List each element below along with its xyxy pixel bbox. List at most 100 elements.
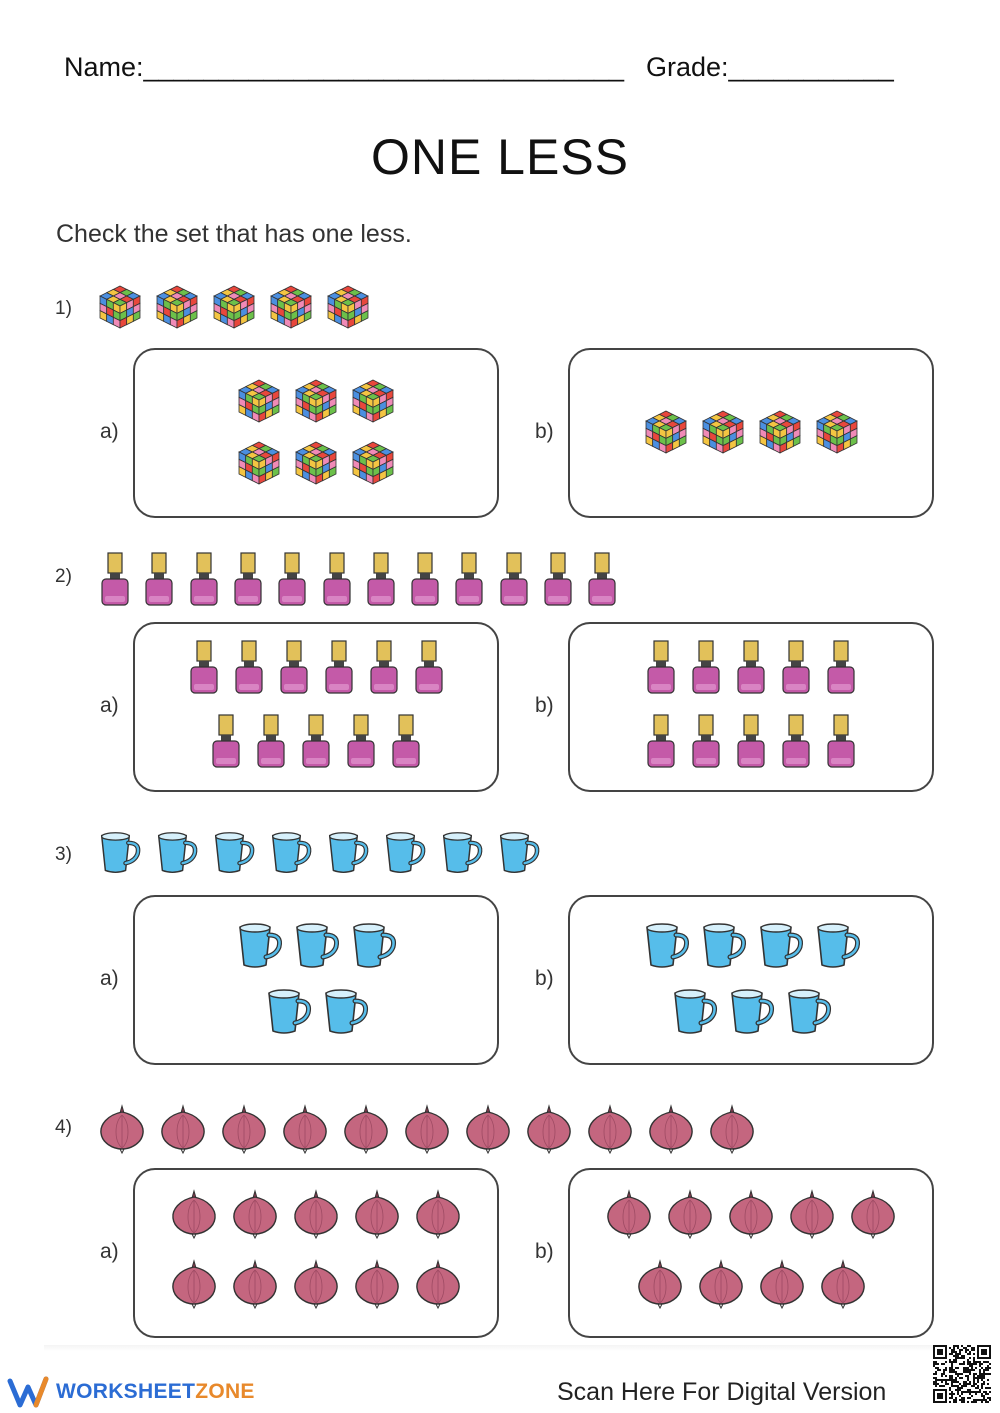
question-number: 4): [55, 1117, 72, 1138]
onion-icon: [668, 1189, 712, 1240]
cup-icon: [674, 989, 717, 1034]
option-label-b: b): [535, 694, 554, 717]
cup-icon: [702, 923, 746, 968]
cup-icon: [328, 832, 369, 874]
cup-icon: [731, 989, 774, 1034]
cup-icon: [239, 923, 282, 968]
cup-icon: [324, 989, 368, 1034]
onion-icon: [416, 1259, 460, 1310]
onion-icon: [294, 1189, 338, 1240]
grade-field[interactable]: Grade:___________: [646, 52, 894, 82]
onion-icon: [790, 1189, 834, 1240]
nail-polish-icon: [827, 714, 855, 768]
onion-icon: [233, 1189, 277, 1240]
page-title: ONE LESS: [370, 129, 630, 185]
onion-icon: [527, 1104, 571, 1155]
onion-icon: [172, 1259, 216, 1310]
nail-polish-icon: [278, 552, 306, 606]
nail-polish-icon: [324, 640, 353, 694]
footer-divider: [44, 1345, 944, 1351]
rubiks-cube-icon: [238, 379, 280, 423]
brand-logo: WORKSHEETZONE: [7, 1372, 255, 1412]
cup-icon: [271, 832, 312, 874]
rubiks-cube-icon: [238, 441, 280, 485]
option-label-a: a): [100, 694, 119, 717]
cup-icon: [214, 832, 255, 874]
onion-icon: [161, 1104, 205, 1155]
nail-polish-icon: [367, 552, 395, 606]
option-box-a[interactable]: [133, 895, 499, 1065]
question-number: 1): [55, 298, 72, 319]
cup-icon: [442, 832, 483, 874]
nail-polish-icon: [737, 714, 765, 768]
nail-polish-icon: [257, 714, 285, 768]
nail-polish-icon: [544, 552, 572, 606]
cup-icon: [816, 923, 860, 968]
option-label-a: a): [100, 1240, 119, 1263]
scan-text: Scan Here For Digital Version: [557, 1378, 887, 1406]
nail-polish-icon: [392, 714, 420, 768]
rubiks-cube-icon: [295, 441, 337, 485]
cup-icon: [759, 923, 803, 968]
nail-polish-icon: [189, 640, 218, 694]
nail-polish-icon: [234, 640, 263, 694]
onion-icon: [283, 1104, 327, 1155]
option-box-a[interactable]: [133, 348, 499, 518]
cup-icon: [157, 832, 198, 874]
nail-polish-icon: [189, 552, 218, 606]
onion-icon: [637, 1259, 682, 1310]
onion-icon: [759, 1259, 804, 1310]
onion-icon: [588, 1104, 632, 1155]
nail-polish-icon: [101, 552, 129, 606]
option-label-a: a): [100, 967, 119, 990]
cup-icon: [353, 923, 396, 968]
nail-polish-icon: [500, 552, 528, 606]
rubiks-cube-icon: [99, 285, 141, 329]
rubiks-cube-icon: [815, 410, 858, 454]
onion-icon: [820, 1259, 865, 1310]
nail-polish-icon: [347, 714, 375, 768]
nail-polish-icon: [692, 640, 720, 694]
onion-icon: [405, 1104, 449, 1155]
option-label-b: b): [535, 420, 554, 443]
rubiks-cube-icon: [352, 379, 394, 423]
nail-polish-icon: [782, 640, 810, 694]
onion-icon: [710, 1104, 754, 1155]
brand-name: WORKSHEETZONE: [56, 1380, 255, 1404]
rubiks-cube-icon: [758, 410, 801, 454]
rubiks-cube-icon: [156, 285, 198, 329]
onion-icon: [607, 1189, 651, 1240]
nail-polish-icon: [414, 640, 443, 694]
onion-icon: [416, 1189, 460, 1240]
name-grade-line: Name:________________________________ Gr…: [64, 52, 894, 83]
onion-icon: [344, 1104, 388, 1155]
question-number: 2): [55, 566, 72, 587]
onion-icon: [355, 1259, 399, 1310]
option-label-b: b): [535, 967, 554, 990]
nail-polish-icon: [455, 552, 483, 606]
onion-icon: [698, 1259, 743, 1310]
onion-icon: [466, 1104, 510, 1155]
option-box-b[interactable]: [568, 895, 934, 1065]
qr-code-icon[interactable]: [933, 1345, 991, 1403]
rubiks-cube-icon: [213, 285, 255, 329]
cup-icon: [645, 923, 689, 968]
onion-icon: [649, 1104, 693, 1155]
question-number: 3): [55, 844, 72, 865]
brand-name-part1: WORKSHEET: [56, 1380, 196, 1403]
cup-icon: [385, 832, 426, 874]
onion-icon: [729, 1189, 773, 1240]
nail-polish-icon: [782, 714, 810, 768]
cup-icon: [499, 832, 540, 874]
cup-icon: [788, 989, 831, 1034]
name-field[interactable]: Name:________________________________: [64, 52, 625, 82]
onion-icon: [233, 1259, 277, 1310]
brand-name-part2: ZONE: [195, 1380, 255, 1403]
cup-icon: [267, 989, 311, 1034]
onion-icon: [172, 1189, 216, 1240]
rubiks-cube-icon: [352, 441, 394, 485]
onion-icon: [851, 1189, 895, 1240]
rubiks-cube-icon: [270, 285, 312, 329]
option-box-b[interactable]: [568, 348, 934, 518]
option-label-a: a): [100, 420, 119, 443]
